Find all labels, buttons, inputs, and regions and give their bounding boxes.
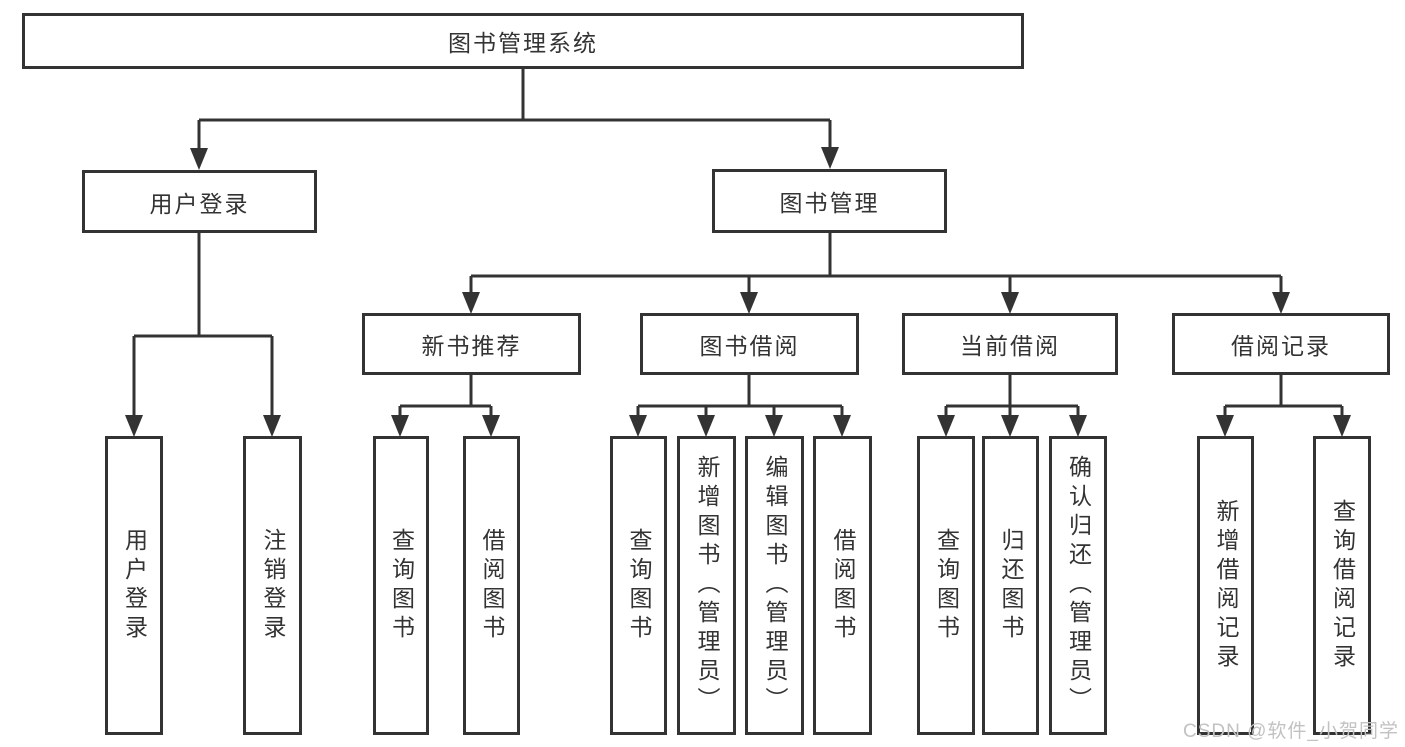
node-label: 新书推荐: [421, 333, 522, 359]
leaf-current-confirm-return-admin: 确认归还（管理员）: [1049, 436, 1107, 735]
connector-user-login-to-leaves: [132, 233, 274, 420]
node-new-book-recommend: 新书推荐: [362, 313, 581, 375]
node-label: 编辑图书（管理员）: [762, 455, 788, 716]
node-label: 用户登录: [121, 527, 148, 644]
node-book-borrowing: 图书借阅: [640, 313, 859, 375]
leaf-records-add-borrow-record: 新增借阅记录: [1197, 436, 1254, 735]
node-label: 借阅图书: [830, 527, 856, 644]
leaf-borrowing-borrow-books: 借阅图书: [813, 436, 872, 735]
node-book-management: 图书管理: [712, 169, 947, 233]
leaf-newbook-borrow-books: 借阅图书: [463, 436, 520, 735]
leaf-borrowing-add-books-admin: 新增图书（管理员）: [677, 436, 736, 735]
node-label: 图书管理系统: [448, 30, 598, 56]
node-library-management-system: 图书管理系统: [22, 13, 1024, 69]
leaf-current-return-books: 归还图书: [982, 436, 1039, 735]
node-label: 确认归还（管理员）: [1065, 455, 1092, 716]
node-label: 查询图书: [626, 527, 652, 644]
arrowheads: [125, 147, 1351, 437]
leaf-logout: 注销登录: [243, 436, 302, 735]
node-label: 图书管理: [779, 190, 880, 216]
leaf-current-query-books: 查询图书: [917, 436, 975, 735]
node-label: 当前借阅: [960, 333, 1060, 359]
leaf-records-query-borrow-record: 查询借阅记录: [1313, 436, 1371, 735]
csdn-watermark: CSDN @软件_小贺同学: [1183, 721, 1399, 742]
node-label: 查询借阅记录: [1329, 498, 1356, 673]
node-current-borrowing: 当前借阅: [902, 313, 1118, 375]
node-label: 借阅图书: [479, 527, 505, 644]
connector-book-mgmt-to-level3: [469, 233, 1283, 296]
node-label: 查询图书: [933, 527, 960, 644]
leaf-borrowing-query-books: 查询图书: [610, 436, 667, 735]
node-borrowing-records: 借阅记录: [1172, 313, 1390, 375]
node-label: 新增借阅记录: [1213, 498, 1239, 673]
connector-root-to-level2: [197, 69, 832, 152]
node-label: 借阅记录: [1231, 333, 1331, 359]
node-label: 查询图书: [388, 527, 415, 644]
connector-book-borrow-to-leaves: [636, 375, 844, 420]
leaf-newbook-query-books: 查询图书: [373, 436, 429, 735]
node-user-login: 用户登录: [82, 170, 317, 233]
connector-current-borrow-to-leaves: [944, 375, 1080, 420]
leaf-borrowing-edit-books-admin: 编辑图书（管理员）: [745, 436, 804, 735]
node-label: 用户登录: [149, 190, 250, 217]
node-label: 注销登录: [260, 527, 286, 644]
node-label: 新增图书（管理员）: [694, 455, 720, 716]
leaf-user-login: 用户登录: [105, 436, 163, 735]
node-label: 归还图书: [998, 527, 1024, 644]
connector-new-book-to-leaves: [398, 375, 493, 420]
node-label: 图书借阅: [699, 333, 800, 359]
connector-borrow-record-to-leaves: [1223, 375, 1344, 420]
